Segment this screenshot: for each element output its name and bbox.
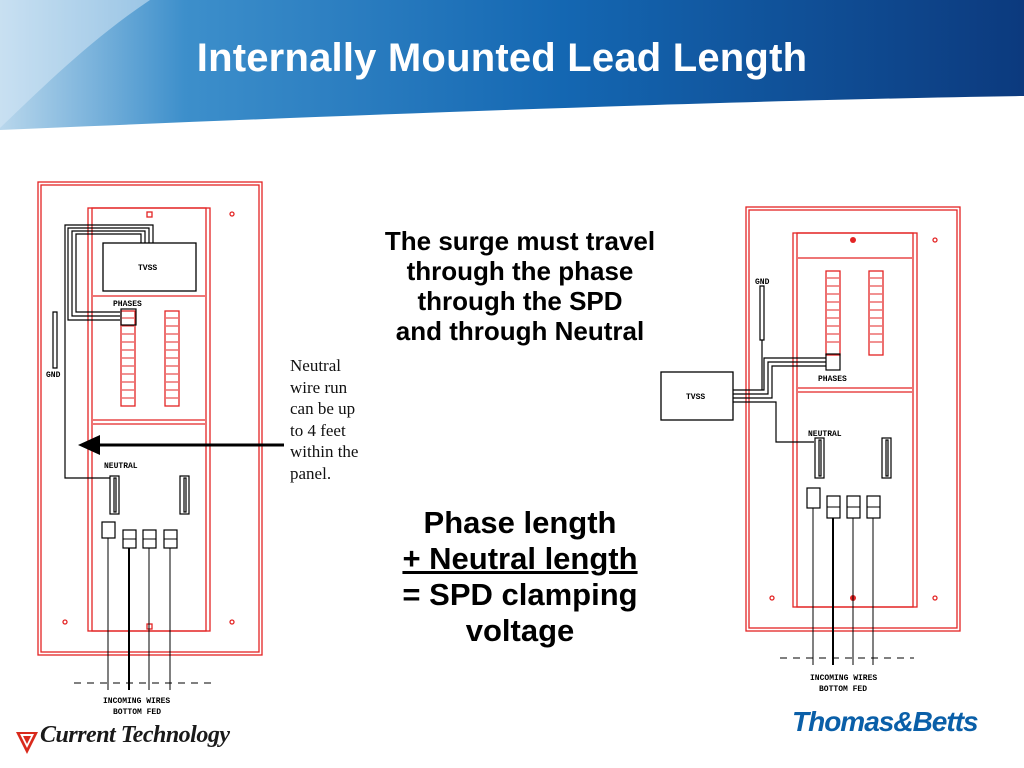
thomas-betts-logo: Thomas&Betts [792, 706, 979, 737]
right-phases-label: PHASES [818, 375, 847, 384]
right-neutral-label: NEUTRAL [808, 430, 842, 439]
neutral-note-line: can be up [290, 399, 356, 418]
surge-text-line: and through Neutral [395, 316, 645, 346]
lead-length-formula: Phase length + Neutral length = SPD clam… [360, 505, 680, 649]
surge-path-text: The surge must travel through the phase … [350, 226, 690, 346]
slide-header: Internally Mounted Lead Length [0, 0, 1024, 130]
left-tvss-label: TVSS [138, 264, 157, 273]
neutral-note-line: panel. [290, 463, 332, 483]
neutral-note-line: to 4 feet [290, 420, 346, 440]
left-incoming-line2: BOTTOM FED [113, 708, 161, 717]
left-panel-diagram: TVSS PHASES GND NEUTRAL INCOMING WIRES B… [37, 181, 263, 717]
right-tvss-label: TVSS [686, 393, 705, 402]
neutral-wire-note: Neutral wire run can be up to 4 feet wit… [290, 355, 400, 484]
header-background [0, 0, 1024, 130]
surge-text-line: The surge must travel [384, 226, 656, 256]
neutral-note-line: wire run [290, 377, 348, 397]
formula-line-spd: = SPD clamping [402, 577, 638, 612]
neutral-arrow [78, 435, 284, 455]
current-technology-mark-icon [16, 732, 38, 754]
neutral-note-line: within the [290, 442, 359, 461]
formula-line-phase: Phase length [423, 505, 617, 540]
left-gnd-label: GND [46, 371, 61, 380]
right-gnd-label: GND [755, 278, 770, 287]
slide-title: Internally Mounted Lead Length [196, 36, 808, 80]
current-technology-logo-text: Current Technology [40, 722, 230, 748]
formula-line-neutral: + Neutral length [402, 541, 638, 576]
surge-text-line: through the phase [406, 256, 634, 286]
right-incoming-line1: INCOMING WIRES [810, 674, 877, 683]
right-incoming-line2: BOTTOM FED [819, 685, 867, 694]
current-technology-logo: Current Technology [14, 716, 314, 760]
formula-line-voltage: voltage [465, 613, 575, 648]
right-panel-diagram: TVSS GND PHASES NEUTRAL INCOMING WIRES B… [660, 206, 961, 694]
neutral-note-line: Neutral [290, 356, 341, 375]
left-phases-label: PHASES [113, 300, 142, 309]
left-incoming-line1: INCOMING WIRES [103, 697, 170, 706]
surge-text-line: through the SPD [417, 286, 623, 316]
left-neutral-label: NEUTRAL [104, 462, 138, 471]
